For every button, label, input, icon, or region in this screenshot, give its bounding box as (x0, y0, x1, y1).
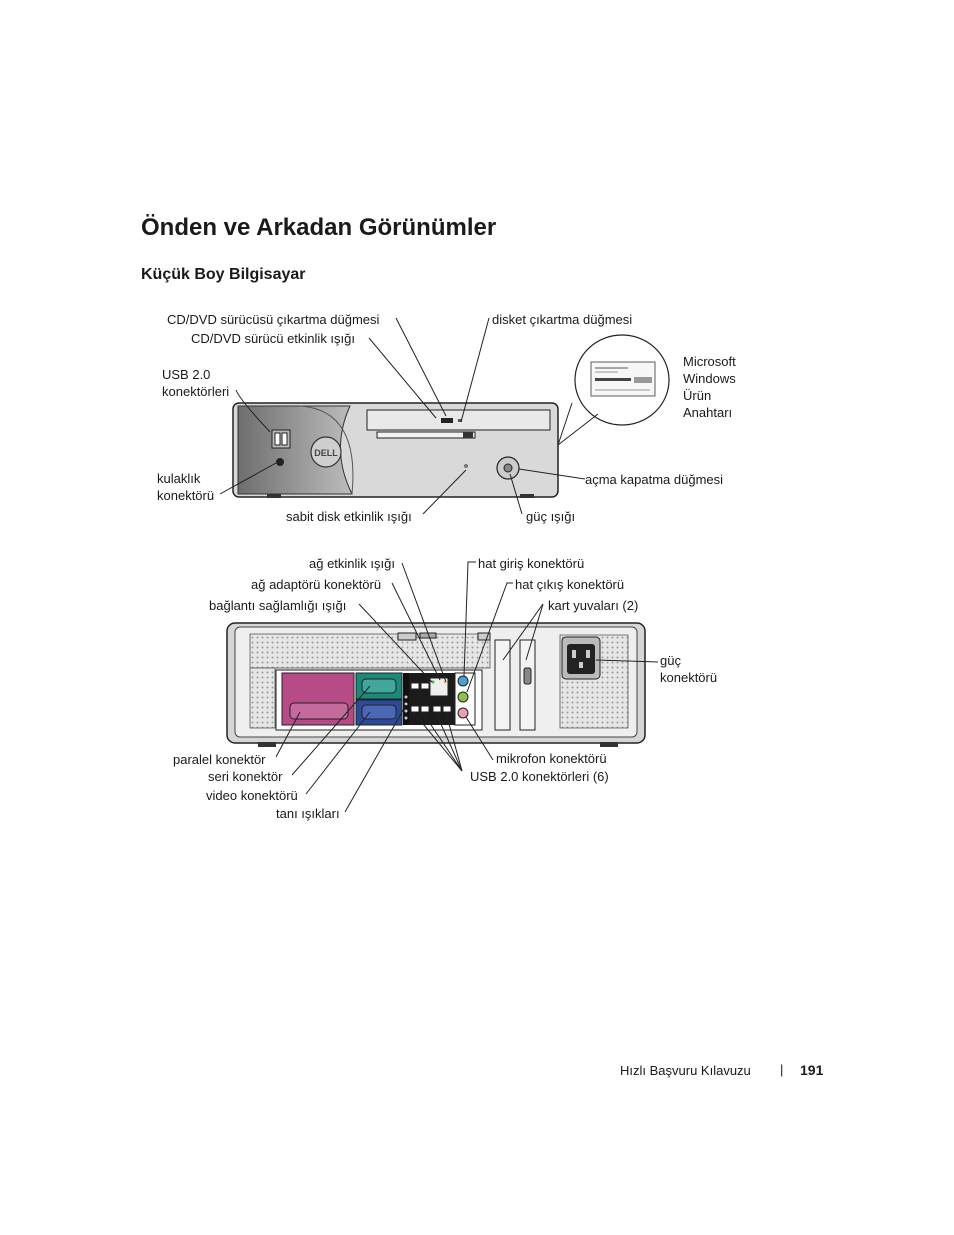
diagnostic-light-2 (404, 702, 408, 706)
diagnostic-light-3 (404, 709, 408, 713)
diagnostic-light-4 (404, 716, 408, 720)
label-power-connector-line1: güç (660, 653, 681, 668)
label-parallel-connector: paralel konektör (173, 752, 266, 767)
back-usb-port-5[interactable] (432, 705, 442, 713)
card-slot-1[interactable] (494, 639, 511, 731)
front-usb-port-2[interactable] (281, 432, 288, 446)
label-ms-line2: Windows (683, 371, 736, 386)
label-hdd-light: sabit disk etkinlik ışığı (286, 509, 412, 524)
hdd-light (464, 464, 468, 468)
cd-eject-button[interactable] (441, 418, 453, 423)
power-connector[interactable] (567, 644, 595, 674)
label-video-connector: video konektörü (206, 788, 298, 803)
label-floppy-eject-button: disket çıkartma düğmesi (492, 312, 633, 327)
label-network-adapter: ağ adaptörü konektörü (251, 577, 382, 592)
parallel-connector[interactable] (289, 702, 349, 720)
headphone-jack[interactable] (276, 458, 284, 466)
video-connector[interactable] (361, 704, 397, 720)
serial-connector[interactable] (361, 678, 397, 694)
label-ms-line1: Microsoft (683, 354, 736, 369)
section-subtitle: Küçük Boy Bilgisayar (141, 266, 306, 283)
label-diagnostic-lights: tanı ışıkları (276, 806, 340, 821)
label-network-activity-light: ağ etkinlik ışığı (309, 556, 395, 571)
floppy-eject-button[interactable] (463, 432, 473, 438)
label-ms-line3: Ürün (683, 388, 712, 403)
front-leader-lines (219, 317, 586, 515)
diagnostic-light-1 (404, 695, 408, 699)
label-line-out: hat çıkış konektörü (515, 577, 625, 592)
back-usb-port-1[interactable] (410, 682, 420, 690)
card-slot-2[interactable] (519, 639, 536, 731)
back-usb-port-4[interactable] (420, 705, 430, 713)
back-usb-port-3[interactable] (410, 705, 420, 713)
footer-separator: | (780, 1062, 784, 1077)
dell-logo (310, 436, 342, 468)
microphone-connector[interactable] (457, 707, 469, 719)
label-link-integrity-light: bağlantı sağlamlığı ışığı (209, 598, 347, 613)
label-ms-line4: Anahtarı (683, 405, 733, 420)
label-front-usb-line1: USB 2.0 (162, 367, 211, 382)
label-front-usb-line2: konektörleri (162, 384, 230, 399)
windows-product-key-callout (557, 334, 670, 446)
front-view: DELL (232, 402, 559, 498)
label-microphone-connector: mikrofon konektörü (496, 751, 607, 766)
label-card-slots: kart yuvaları (2) (548, 598, 639, 613)
front-usb-port-1[interactable] (274, 432, 281, 446)
page-number: 191 (800, 1062, 824, 1078)
label-headphone-line2: konektörü (157, 488, 215, 503)
label-cd-activity-light: CD/DVD sürücü etkinlik ışığı (191, 331, 355, 346)
label-serial-connector: seri konektör (208, 769, 283, 784)
page-title: Önden ve Arkadan Görünümler (141, 214, 497, 241)
label-line-in: hat giriş konektörü (478, 556, 585, 571)
dell-logo-text: DELL (314, 448, 338, 458)
back-leader-lines (275, 561, 659, 813)
back-usb-port-6[interactable] (442, 705, 452, 713)
back-view (226, 622, 646, 747)
back-usb-port-2[interactable] (420, 682, 430, 690)
label-power-connector-line2: konektörü (660, 670, 718, 685)
label-power-button: açma kapatma düğmesi (585, 472, 724, 487)
link-integrity-light (431, 680, 435, 684)
line-out-connector[interactable] (457, 691, 469, 703)
line-in-connector[interactable] (457, 675, 469, 687)
footer-guide-title: Hızlı Başvuru Kılavuzu (620, 1063, 751, 1078)
label-power-light: güç ışığı (526, 509, 576, 524)
label-cd-eject-button: CD/DVD sürücüsü çıkartma düğmesi (167, 312, 380, 327)
label-back-usb-connectors: USB 2.0 konektörleri (6) (470, 769, 609, 784)
label-headphone-line1: kulaklık (157, 471, 201, 486)
